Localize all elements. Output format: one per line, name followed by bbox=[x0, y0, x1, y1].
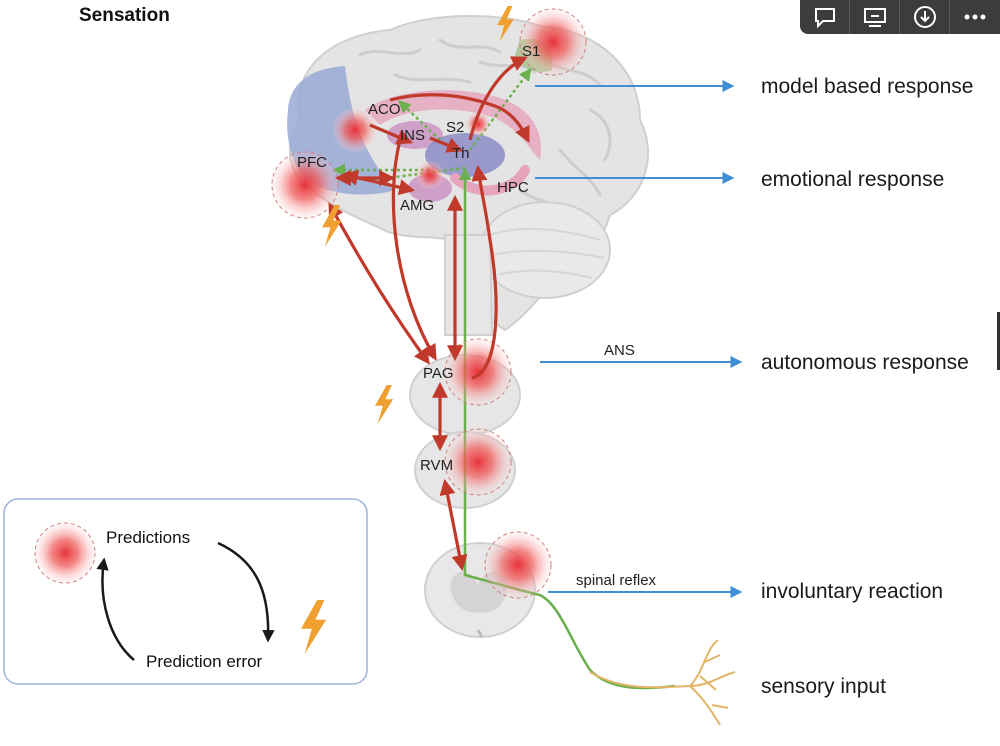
label-aco: ACO bbox=[368, 101, 401, 118]
legend-prediction-spot bbox=[34, 522, 96, 584]
legend: Predictions Prediction error bbox=[3, 498, 368, 685]
prediction-spot-s1 bbox=[519, 8, 587, 76]
label-s2: S2 bbox=[446, 119, 464, 136]
prediction-spot-ins bbox=[333, 108, 377, 152]
prediction-spot-rvm bbox=[444, 428, 512, 496]
label-spinal-reflex: spinal reflex bbox=[576, 572, 657, 589]
share-button[interactable] bbox=[850, 0, 900, 34]
legend-predictions-label: Predictions bbox=[106, 528, 190, 547]
download-button[interactable] bbox=[900, 0, 950, 34]
response-sensory-input: sensory input bbox=[761, 675, 886, 698]
response-autonomous: autonomous response bbox=[761, 351, 969, 374]
speech-bubble-icon bbox=[814, 8, 835, 28]
response-involuntary: involuntary reaction bbox=[761, 580, 943, 603]
response-arrows bbox=[535, 80, 743, 598]
header-sensation: Sensation bbox=[79, 5, 170, 26]
label-rvm: RVM bbox=[420, 457, 453, 474]
hippocampus-region bbox=[450, 165, 530, 196]
label-s1: S1 bbox=[522, 43, 540, 60]
download-circle-icon bbox=[913, 6, 936, 28]
more-button[interactable] bbox=[950, 0, 1000, 34]
label-pag: PAG bbox=[423, 365, 454, 382]
label-th: Th bbox=[452, 145, 470, 162]
label-pfc: PFC bbox=[297, 154, 327, 171]
prediction-spot-spinal bbox=[484, 531, 552, 599]
label-ins: INS bbox=[400, 127, 425, 144]
comment-button[interactable] bbox=[800, 0, 850, 34]
ellipsis-icon bbox=[964, 14, 986, 20]
legend-prediction-error-label: Prediction error bbox=[146, 652, 263, 671]
response-model-based: model based response bbox=[761, 75, 973, 98]
lightning-icon-pag bbox=[375, 385, 394, 424]
label-ans: ANS bbox=[604, 342, 635, 359]
label-hpc: HPC bbox=[497, 179, 529, 196]
screen-share-icon bbox=[863, 8, 886, 27]
label-amg: AMG bbox=[400, 197, 434, 214]
prediction-spot-amg bbox=[416, 161, 444, 189]
scrollbar-indicator[interactable] bbox=[997, 312, 1000, 370]
legend-arrow-up bbox=[96, 557, 135, 661]
legend-arrow-down bbox=[217, 541, 275, 643]
image-toolbar bbox=[800, 0, 1000, 34]
modulation-arrows bbox=[328, 56, 530, 572]
response-emotional: emotional response bbox=[761, 168, 944, 191]
prediction-spots bbox=[271, 8, 587, 599]
sensory-nerve bbox=[589, 639, 736, 726]
